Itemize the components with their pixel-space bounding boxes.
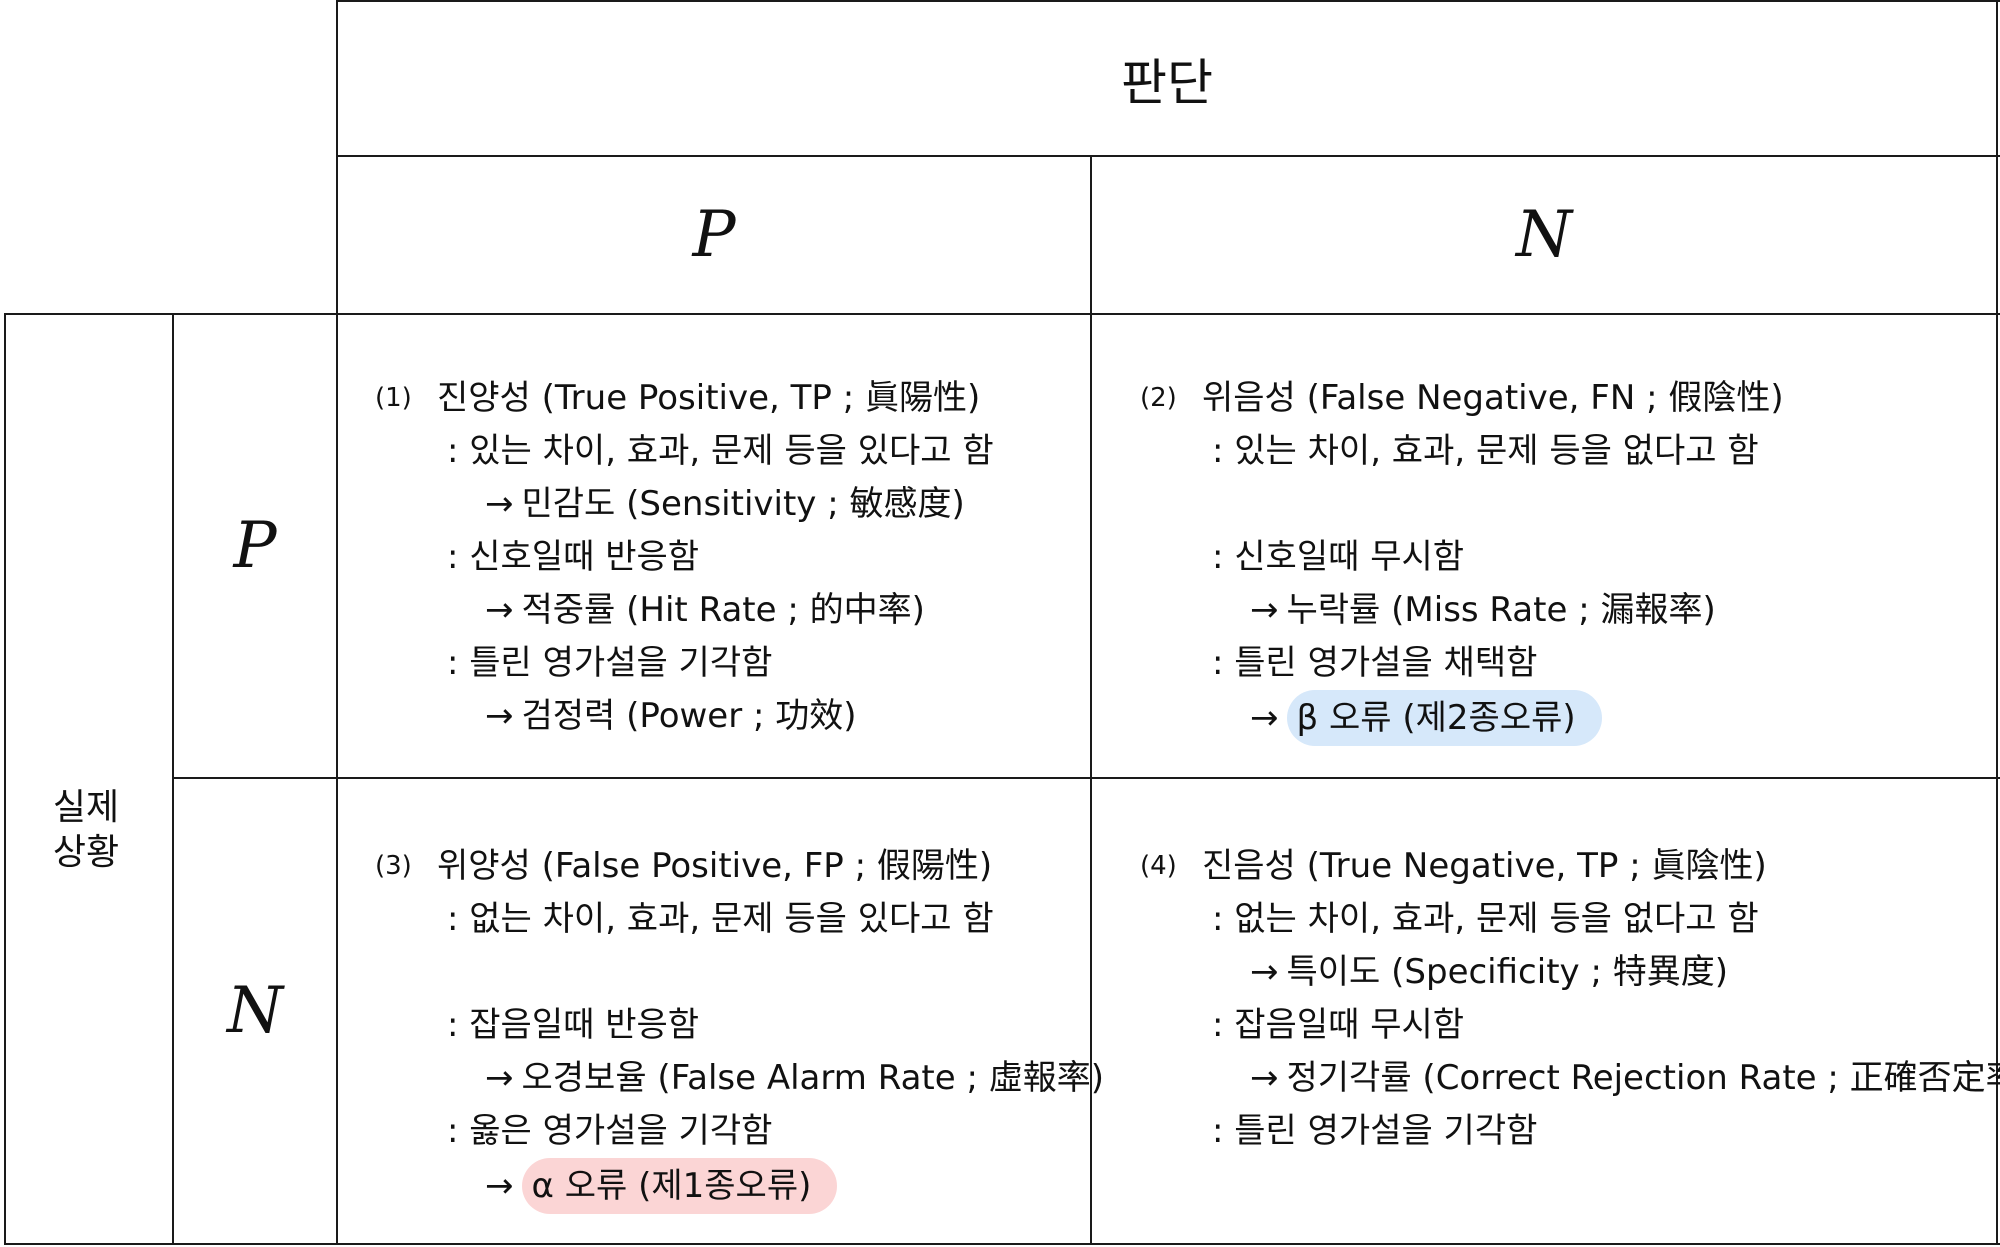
actual-situation-label: 실제 상황 (0, 780, 172, 880)
fn-number: (2) (1140, 383, 1177, 413)
fn-spacer (1140, 478, 1784, 531)
tp-measure1-line: → 민감도 (Sensitivity ; 敏感度) (375, 478, 994, 531)
grid-line-body-top (4, 313, 2000, 315)
tn-measure2-line: → 정기각률 (Correct Rejection Rate ; 正確否定率) (1140, 1052, 2000, 1105)
tn-title: 진음성 (True Negative, TP ; 眞陰性) (1202, 846, 1767, 886)
arrow-icon: → (1250, 590, 1279, 630)
actual-situation-label-line1: 실제 (52, 787, 120, 828)
grid-line-column-divider (1090, 155, 1092, 1245)
grid-line-header-divider (336, 155, 2000, 157)
fn-title: 위음성 (False Negative, FN ; 假陰性) (1202, 378, 1784, 418)
arrow-icon: → (485, 590, 514, 630)
row-header-n: N (227, 974, 283, 1048)
tp-title-line: (1) 진양성 (True Positive, TP ; 眞陽性) (375, 372, 994, 425)
tn-title-line: (4) 진음성 (True Negative, TP ; 眞陰性) (1140, 840, 2000, 893)
arrow-icon: → (485, 696, 514, 736)
cell-false-negative: (2) 위음성 (False Negative, FN ; 假陰性) : 있는 … (1140, 372, 1784, 746)
tn-desc3: : 틀린 영가설을 기각함 (1212, 1111, 1538, 1151)
arrow-icon: → (485, 484, 514, 524)
fp-desc1: : 없는 차이, 효과, 문제 등을 있다고 함 (447, 899, 994, 939)
grid-line-side-divider (172, 313, 174, 1245)
tp-measure1: 민감도 (Sensitivity ; 敏感度) (521, 484, 965, 524)
fn-desc2: : 신호일때 무시함 (1212, 537, 1465, 577)
fp-title: 위양성 (False Positive, FP ; 假陽性) (437, 846, 993, 886)
alpha-error-highlight: α 오류 (제1종오류) (521, 1158, 838, 1214)
grid-line-row-divider (172, 777, 2000, 779)
fp-desc2: : 잡음일때 반응함 (447, 1005, 700, 1045)
fn-desc1: : 있는 차이, 효과, 문제 등을 없다고 함 (1212, 431, 1759, 471)
header-title: 판단 (1121, 53, 1213, 112)
tn-number: (4) (1140, 851, 1177, 881)
tp-measure3-line: → 검정력 (Power ; 功效) (375, 690, 994, 743)
tn-measure2: 정기각률 (Correct Rejection Rate ; 正確否定率) (1286, 1058, 2000, 1098)
fn-measure2: 누락률 (Miss Rate ; 漏報率) (1286, 590, 1716, 630)
fp-title-line: (3) 위양성 (False Positive, FP ; 假陽性) (375, 840, 1104, 893)
column-header-p: P (692, 198, 736, 272)
grid-line-right (1996, 0, 1998, 1245)
arrow-icon: → (485, 1165, 514, 1206)
fp-measure2: 오경보율 (False Alarm Rate ; 虛報率) (521, 1058, 1105, 1098)
arrow-icon: → (1250, 697, 1279, 738)
grid-line-bottom (4, 1243, 2000, 1245)
fp-desc3: : 옳은 영가설을 기각함 (447, 1111, 773, 1151)
tp-desc1: : 있는 차이, 효과, 문제 등을 있다고 함 (447, 431, 994, 471)
tp-title: 진양성 (True Positive, TP ; 眞陽性) (437, 378, 981, 418)
fp-number: (3) (375, 851, 412, 881)
arrow-icon: → (1250, 952, 1279, 992)
tp-measure3: 검정력 (Power ; 功效) (521, 696, 857, 736)
cell-true-positive: (1) 진양성 (True Positive, TP ; 眞陽性) : 있는 차… (375, 372, 994, 743)
fn-measure2-line: → 누락률 (Miss Rate ; 漏報率) (1140, 584, 1784, 637)
tn-desc1: : 없는 차이, 효과, 문제 등을 없다고 함 (1212, 899, 1759, 939)
tp-desc2: : 신호일때 반응함 (447, 537, 700, 577)
column-header-n: N (1516, 198, 1572, 272)
grid-line-outer-left (4, 313, 6, 1245)
grid-line-top (336, 0, 2000, 2)
tp-measure2: 적중률 (Hit Rate ; 的中率) (521, 590, 925, 630)
fp-measure2-line: → 오경보율 (False Alarm Rate ; 虛報率) (375, 1052, 1104, 1105)
fn-title-line: (2) 위음성 (False Negative, FN ; 假陰性) (1140, 372, 1784, 425)
tp-number: (1) (375, 383, 412, 413)
cell-true-negative: (4) 진음성 (True Negative, TP ; 眞陰性) : 없는 차… (1140, 840, 2000, 1158)
fn-measure3-line: → β 오류 (제2종오류) (1140, 690, 1784, 746)
grid-line-header-left (336, 0, 338, 1245)
fn-desc3: : 틀린 영가설을 채택함 (1212, 643, 1538, 683)
cell-false-positive: (3) 위양성 (False Positive, FP ; 假陽性) : 없는 … (375, 840, 1104, 1214)
fp-measure3-line: → α 오류 (제1종오류) (375, 1158, 1104, 1214)
tn-measure1: 특이도 (Specificity ; 特異度) (1286, 952, 1728, 992)
tp-desc3: : 틀린 영가설을 기각함 (447, 643, 773, 683)
tn-measure1-line: → 특이도 (Specificity ; 特異度) (1140, 946, 2000, 999)
arrow-icon: → (1250, 1058, 1279, 1098)
arrow-icon: → (485, 1058, 514, 1098)
row-header-p: P (233, 509, 277, 583)
beta-error-highlight: β 오류 (제2종오류) (1286, 690, 1602, 746)
fp-spacer (375, 946, 1104, 999)
actual-situation-label-line2: 상황 (52, 832, 120, 873)
tp-measure2-line: → 적중률 (Hit Rate ; 的中率) (375, 584, 994, 637)
tn-desc2: : 잡음일때 무시함 (1212, 1005, 1465, 1045)
